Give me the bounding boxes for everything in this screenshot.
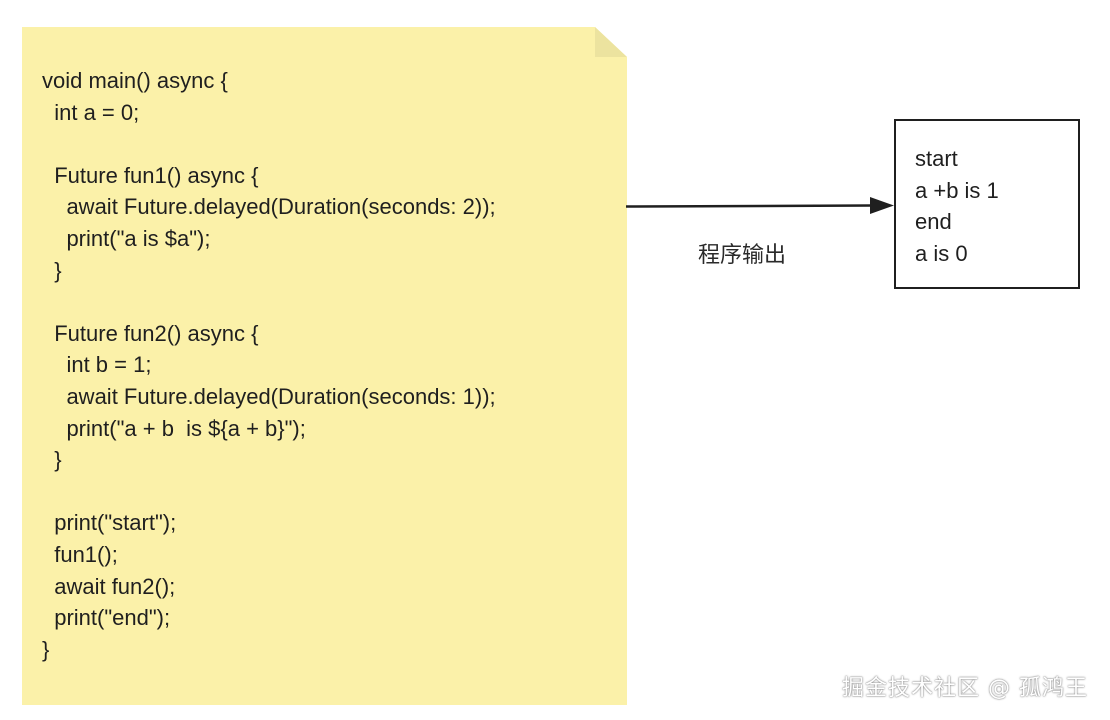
- code-line: await Future.delayed(Duration(seconds: 2…: [42, 194, 496, 220]
- code-line: print("a is $a");: [42, 225, 211, 251]
- code-line: int b = 1;: [42, 352, 152, 378]
- code-line: print("a + b is ${a + b}");: [42, 415, 306, 441]
- note-shape: [22, 27, 627, 705]
- code-line: await fun2();: [42, 573, 176, 599]
- output-box: start a +b is 1 end a is 0: [894, 119, 1080, 289]
- code-line: await Future.delayed(Duration(seconds: 1…: [42, 383, 496, 409]
- output-line: end: [915, 209, 952, 235]
- code-block: void main() async { int a = 0; Future fu…: [42, 65, 496, 665]
- code-line: print("end");: [42, 605, 171, 631]
- code-line: }: [42, 447, 62, 473]
- code-line: int a = 0;: [42, 99, 140, 125]
- output-arrow: [626, 197, 894, 214]
- code-line: [42, 286, 496, 318]
- code-note: void main() async { int a = 0; Future fu…: [22, 27, 627, 705]
- code-line: Future fun2() async {: [42, 320, 259, 346]
- code-line: [42, 476, 496, 508]
- arrow-head: [870, 197, 894, 214]
- output-line: start: [915, 146, 958, 171]
- code-line: void main() async {: [42, 68, 228, 93]
- output-line: a is 0: [915, 240, 968, 266]
- code-line: }: [42, 257, 62, 283]
- code-line: [42, 128, 496, 160]
- watermark: 掘金技术社区 @ 孤鸿王: [842, 676, 1088, 701]
- code-line: }: [42, 636, 50, 662]
- output-lines: start a +b is 1 end a is 0: [915, 143, 999, 269]
- output-line: a +b is 1: [915, 177, 999, 203]
- code-line: fun1();: [42, 541, 118, 567]
- code-line: print("start");: [42, 510, 177, 536]
- arrow-label: 程序输出: [698, 243, 787, 268]
- code-line: Future fun1() async {: [42, 162, 259, 188]
